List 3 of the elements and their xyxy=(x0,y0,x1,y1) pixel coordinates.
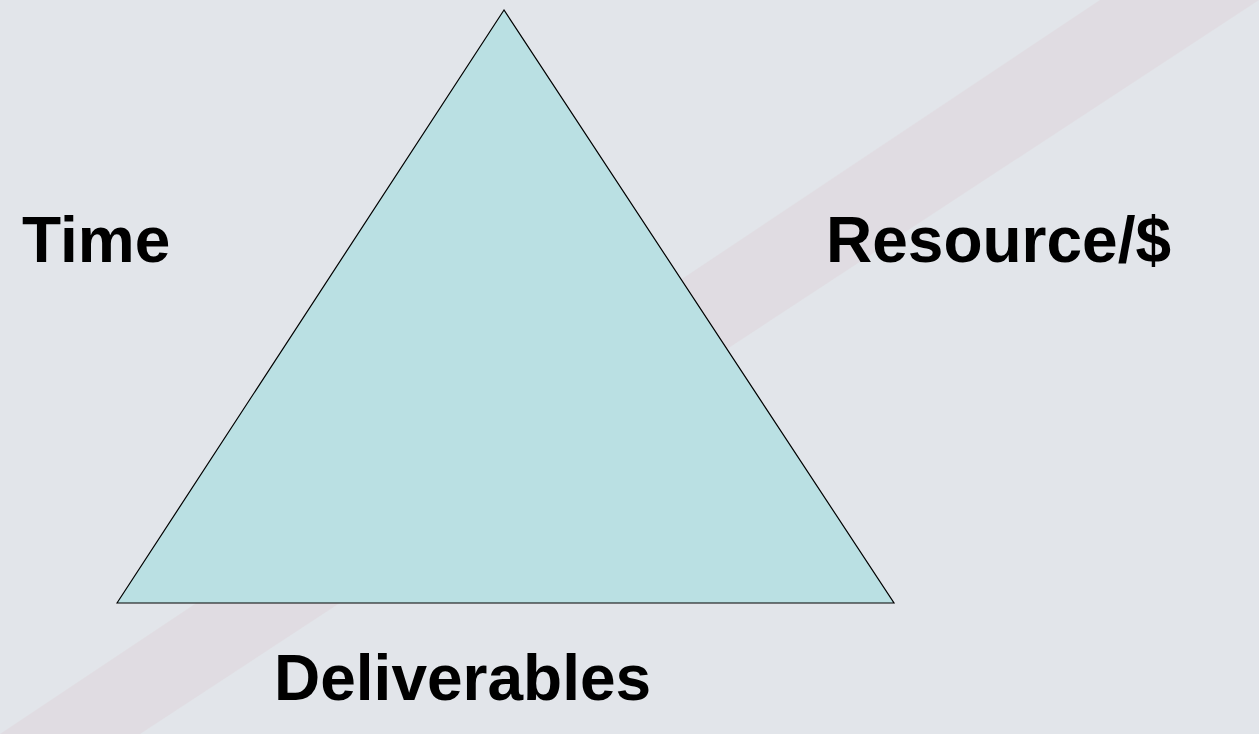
side-label: Time xyxy=(22,208,171,272)
side-label: Resource/$ xyxy=(826,208,1172,272)
side-label: Deliverables xyxy=(274,646,652,710)
